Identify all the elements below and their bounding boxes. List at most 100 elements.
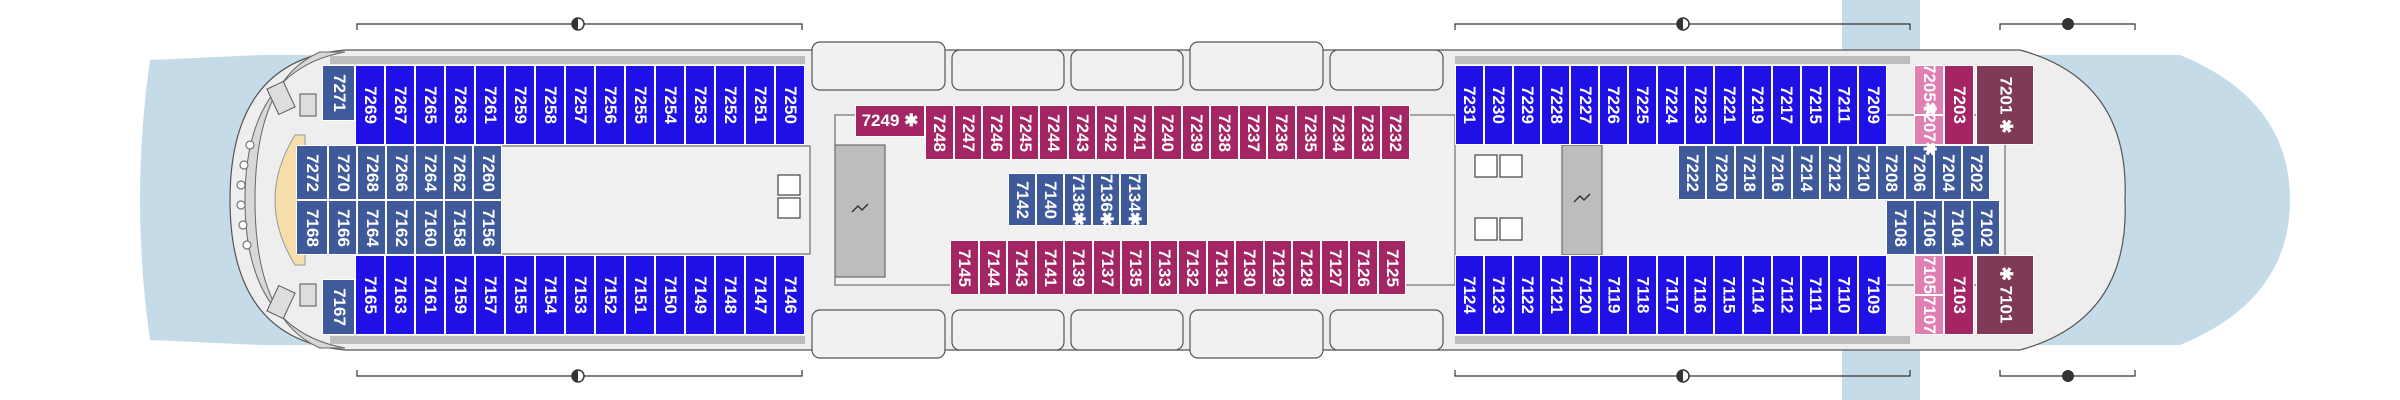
cabin[interactable]: 7130 xyxy=(1235,240,1264,295)
cabin[interactable]: 7218 xyxy=(1734,145,1764,200)
cabin[interactable]: 7272 xyxy=(296,145,328,200)
cabin[interactable]: 7209 xyxy=(1858,65,1887,145)
cabin[interactable]: 7251 xyxy=(745,65,775,145)
cabin[interactable]: 7237 xyxy=(1238,105,1267,160)
cabin[interactable]: 7161 xyxy=(415,255,445,335)
cabin[interactable]: 7127 xyxy=(1320,240,1349,295)
cabin[interactable]: 7221 xyxy=(1714,65,1743,145)
cabin[interactable]: 7225 xyxy=(1627,65,1657,145)
cabin[interactable]: 7263 xyxy=(445,65,475,145)
cabin[interactable]: 7138✱ xyxy=(1064,173,1092,226)
cabin[interactable]: 7136✱ xyxy=(1092,173,1120,226)
cabin[interactable]: 7245 xyxy=(1010,105,1039,160)
cabin[interactable]: 7157 xyxy=(475,255,505,335)
cabin[interactable]: 7262 xyxy=(444,145,473,200)
cabin-wide[interactable]: 7249 ✱ xyxy=(855,105,925,137)
cabin[interactable]: 7155 xyxy=(505,255,535,335)
cabin[interactable]: 7260 xyxy=(473,145,502,200)
cabin[interactable]: 7248 xyxy=(925,105,954,160)
cabin[interactable]: 7122 xyxy=(1512,255,1542,335)
cabin[interactable]: 7110 xyxy=(1829,255,1859,335)
cabin[interactable]: 7156 xyxy=(473,200,502,255)
cabin[interactable]: 7134✱ xyxy=(1120,173,1148,226)
cabin[interactable]: 7133 xyxy=(1149,240,1178,295)
cabin[interactable]: 7164 xyxy=(357,200,386,255)
cabin[interactable]: 7149 xyxy=(685,255,715,335)
cabin[interactable]: 7238 xyxy=(1210,105,1239,160)
cabin[interactable]: 7258 xyxy=(535,65,565,145)
cabin[interactable]: 7252 xyxy=(715,65,745,145)
cabin[interactable]: 7217 xyxy=(1771,65,1801,145)
cabin[interactable]: 7168 xyxy=(296,200,328,255)
cabin[interactable]: 7128 xyxy=(1292,240,1321,295)
cabin[interactable]: 7264 xyxy=(415,145,444,200)
cabin[interactable]: 7270 xyxy=(328,145,357,200)
cabin[interactable]: 7163 xyxy=(385,255,415,335)
cabin[interactable]: 7143 xyxy=(1007,240,1036,295)
cabin[interactable]: 7208 xyxy=(1876,145,1906,200)
cabin[interactable]: 7255 xyxy=(625,65,655,145)
cabin[interactable]: 7121 xyxy=(1541,255,1571,335)
cabin[interactable]: 7214 xyxy=(1791,145,1820,200)
cabin[interactable]: 7114 xyxy=(1743,255,1772,335)
cabin[interactable]: 7146 xyxy=(775,255,805,335)
cabin[interactable]: 7106 xyxy=(1914,200,1943,255)
cabin[interactable]: 7202 xyxy=(1962,145,1991,200)
cabin[interactable]: 7271 xyxy=(322,65,355,121)
cabin[interactable]: 7247 xyxy=(953,105,982,160)
cabin[interactable]: 7125 xyxy=(1377,240,1406,295)
cabin[interactable]: 7219 xyxy=(1743,65,1772,145)
cabin[interactable]: 7112 xyxy=(1771,255,1801,335)
cabin[interactable]: 7239 xyxy=(1181,105,1210,160)
cabin[interactable]: 7150 xyxy=(655,255,685,335)
cabin[interactable]: 7243 xyxy=(1067,105,1096,160)
cabin[interactable]: 7120 xyxy=(1570,255,1599,335)
cabin[interactable]: 7147 xyxy=(745,255,775,335)
cabin[interactable]: 7126 xyxy=(1349,240,1378,295)
cabin[interactable]: 7267 xyxy=(385,65,415,145)
cabin[interactable]: 7246 xyxy=(982,105,1011,160)
cabin[interactable]: 7233 xyxy=(1352,105,1381,160)
cabin[interactable]: 7212 xyxy=(1820,145,1849,200)
cabin[interactable]: ✱ 7101 xyxy=(1976,255,2034,335)
cabin[interactable]: 7103 xyxy=(1944,255,1974,335)
cabin[interactable]: 7240 xyxy=(1153,105,1182,160)
cabin[interactable]: 7119 xyxy=(1599,255,1628,335)
cabin[interactable]: 7165 xyxy=(355,255,385,335)
cabin[interactable]: 7160 xyxy=(415,200,444,255)
cabin[interactable]: 7265 xyxy=(415,65,445,145)
cabin[interactable]: 7206 xyxy=(1905,145,1934,200)
cabin[interactable]: 7227 xyxy=(1570,65,1599,145)
cabin[interactable]: 7268 xyxy=(357,145,386,200)
cabin[interactable]: 7140 xyxy=(1036,173,1064,226)
cabin[interactable]: 7229 xyxy=(1512,65,1542,145)
cabin[interactable]: 7261 xyxy=(475,65,505,145)
cabin[interactable]: 7259 xyxy=(505,65,535,145)
cabin[interactable]: 7162 xyxy=(386,200,415,255)
cabin[interactable]: 7205✱ xyxy=(1914,64,1944,116)
cabin[interactable]: 7269 xyxy=(355,65,385,145)
cabin[interactable]: 7109 xyxy=(1858,255,1887,335)
cabin[interactable]: 7135 xyxy=(1121,240,1150,295)
cabin[interactable]: 7148 xyxy=(715,255,745,335)
cabin[interactable]: 7210 xyxy=(1848,145,1877,200)
cabin[interactable]: 7111 xyxy=(1800,255,1830,335)
cabin[interactable]: 7158 xyxy=(444,200,473,255)
cabin[interactable]: 7166 xyxy=(328,200,357,255)
cabin[interactable]: 7230 xyxy=(1483,65,1513,145)
cabin[interactable]: 7142 xyxy=(1008,173,1036,226)
cabin[interactable]: 7203 xyxy=(1944,65,1974,145)
cabin[interactable]: 7123 xyxy=(1483,255,1513,335)
cabin[interactable]: 7153 xyxy=(565,255,595,335)
cabin[interactable]: 7105 xyxy=(1914,255,1944,295)
cabin[interactable]: 7234 xyxy=(1324,105,1353,160)
cabin[interactable]: 7159 xyxy=(445,255,475,335)
cabin[interactable]: 7104 xyxy=(1943,200,1972,255)
cabin[interactable]: 7117 xyxy=(1656,255,1686,335)
cabin[interactable]: 7250 xyxy=(775,65,805,145)
cabin[interactable]: 7124 xyxy=(1455,255,1484,335)
cabin[interactable]: 7242 xyxy=(1096,105,1125,160)
cabin[interactable]: 7108 xyxy=(1886,200,1915,255)
cabin[interactable]: 7107 xyxy=(1914,295,1944,335)
cabin[interactable]: 7257 xyxy=(565,65,595,145)
